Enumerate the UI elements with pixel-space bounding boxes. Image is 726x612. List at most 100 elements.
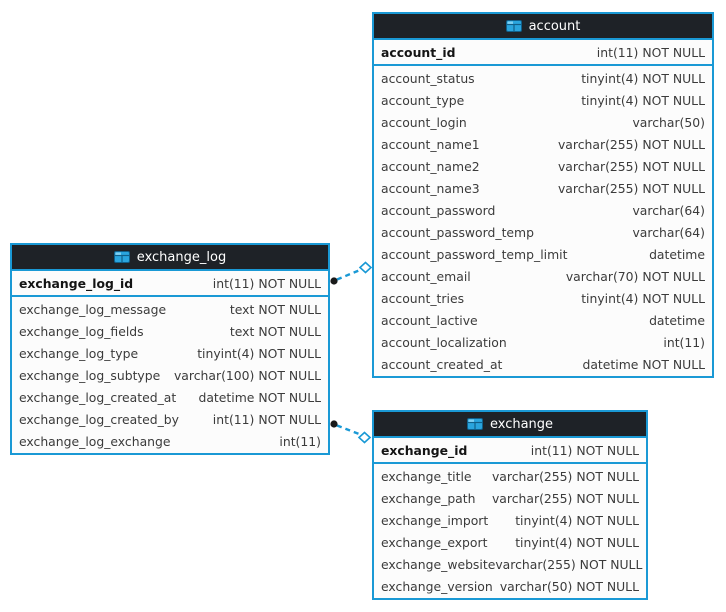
column-row[interactable]: exchange_log_fields text NOT NULL (12, 320, 328, 342)
primary-key-row[interactable]: exchange_log_id int(11) NOT NULL (12, 271, 328, 297)
table-title: exchange (489, 416, 554, 432)
column-name: exchange_import (381, 512, 489, 528)
column-type: datetime (649, 312, 705, 328)
column-row[interactable]: account_email varchar(70) NOT NULL (374, 265, 712, 287)
table-exchange-log[interactable]: exchange_log exchange_log_id int(11) NOT… (10, 243, 330, 455)
column-type: varchar(64) (632, 224, 705, 240)
column-row[interactable]: exchange_log_subtype varchar(100) NOT NU… (12, 364, 328, 386)
column-type: tinyint(4) NOT NULL (581, 70, 705, 86)
column-type: tinyint(4) NOT NULL (515, 512, 639, 528)
table-header-account[interactable]: account (374, 14, 712, 40)
column-row[interactable]: account_localization int(11) (374, 331, 712, 353)
column-type: varchar(64) (632, 202, 705, 218)
column-name: exchange_log_message (19, 301, 167, 317)
column-row[interactable]: exchange_version varchar(50) NOT NULL (374, 575, 646, 597)
column-type: varchar(255) NOT NULL (491, 490, 639, 506)
column-type: varchar(255) NOT NULL (557, 180, 705, 196)
primary-key-row[interactable]: account_id int(11) NOT NULL (374, 40, 712, 66)
column-type: int(11) NOT NULL (212, 411, 321, 427)
column-type: varchar(255) NOT NULL (491, 468, 639, 484)
column-type: varchar(50) (632, 114, 705, 130)
column-type: int(11) (279, 433, 321, 449)
column-row[interactable]: exchange_title varchar(255) NOT NULL (374, 465, 646, 487)
column-name: account_status (381, 70, 475, 86)
column-type: varchar(255) NOT NULL (495, 556, 643, 572)
column-name: account_tries (381, 290, 465, 306)
column-row[interactable]: exchange_log_type tinyint(4) NOT NULL (12, 342, 328, 364)
column-name: exchange_log_fields (19, 323, 144, 339)
column-name: exchange_log_id (19, 275, 134, 291)
column-row[interactable]: exchange_path varchar(255) NOT NULL (374, 487, 646, 509)
column-row[interactable]: exchange_website varchar(255) NOT NULL (374, 553, 646, 575)
relationship-diamond (358, 261, 373, 274)
column-row[interactable]: exchange_import tinyint(4) NOT NULL (374, 509, 646, 531)
column-list: account_status tinyint(4) NOT NULL accou… (374, 66, 712, 376)
column-type: tinyint(4) NOT NULL (197, 345, 321, 361)
column-row[interactable]: account_name1 varchar(255) NOT NULL (374, 133, 712, 155)
column-type: int(11) NOT NULL (530, 442, 639, 458)
column-row[interactable]: exchange_log_created_at datetime NOT NUL… (12, 386, 328, 408)
column-type: tinyint(4) NOT NULL (581, 92, 705, 108)
column-row[interactable]: account_password_temp varchar(64) (374, 221, 712, 243)
column-row[interactable]: account_password varchar(64) (374, 199, 712, 221)
relationship-line[interactable] (336, 268, 361, 281)
column-name: exchange_log_type (19, 345, 139, 361)
column-name: account_login (381, 114, 467, 130)
column-list: exchange_title varchar(255) NOT NULL exc… (374, 464, 646, 598)
column-type: int(11) NOT NULL (596, 44, 705, 60)
table-exchange[interactable]: exchange exchange_id int(11) NOT NULL ex… (372, 410, 648, 600)
column-type: varchar(255) NOT NULL (557, 136, 705, 152)
relationship-exchange_log-exchange[interactable] (330, 420, 372, 444)
table-header-exchange[interactable]: exchange (374, 412, 646, 438)
column-row[interactable]: exchange_log_message text NOT NULL (12, 298, 328, 320)
column-name: account_password (381, 202, 496, 218)
column-type: datetime NOT NULL (582, 356, 705, 372)
column-row[interactable]: account_created_at datetime NOT NULL (374, 353, 712, 375)
column-type: int(11) (663, 334, 705, 350)
table-title: exchange_log (136, 249, 227, 265)
column-name: exchange_website (381, 556, 496, 572)
relationship-diamond (357, 431, 372, 444)
column-name: account_localization (381, 334, 507, 350)
column-name: exchange_export (381, 534, 488, 550)
column-name: exchange_title (381, 468, 472, 484)
column-type: datetime NOT NULL (198, 389, 321, 405)
column-name: exchange_log_subtype (19, 367, 161, 383)
relationship-exchange_log-account[interactable] (330, 261, 373, 285)
column-row[interactable]: account_tries tinyint(4) NOT NULL (374, 287, 712, 309)
column-type: text NOT NULL (229, 323, 321, 339)
column-row[interactable]: account_type tinyint(4) NOT NULL (374, 89, 712, 111)
table-account[interactable]: account account_id int(11) NOT NULL acco… (372, 12, 714, 378)
table-header-exchange-log[interactable]: exchange_log (12, 245, 328, 271)
column-type: tinyint(4) NOT NULL (581, 290, 705, 306)
column-row[interactable]: account_name2 varchar(255) NOT NULL (374, 155, 712, 177)
column-name: account_type (381, 92, 465, 108)
relationship-line[interactable] (336, 424, 360, 436)
column-row[interactable]: exchange_export tinyint(4) NOT NULL (374, 531, 646, 553)
column-type: varchar(100) NOT NULL (173, 367, 321, 383)
column-row[interactable]: account_lactive datetime (374, 309, 712, 331)
column-name: account_lactive (381, 312, 478, 328)
column-row[interactable]: account_name3 varchar(255) NOT NULL (374, 177, 712, 199)
column-name: exchange_version (381, 578, 493, 594)
column-row[interactable]: account_password_temp_limit datetime (374, 243, 712, 265)
column-type: text NOT NULL (229, 301, 321, 317)
column-name: account_created_at (381, 356, 503, 372)
column-type: tinyint(4) NOT NULL (515, 534, 639, 550)
column-name: account_password_temp (381, 224, 534, 240)
column-name: account_name1 (381, 136, 480, 152)
primary-key-row[interactable]: exchange_id int(11) NOT NULL (374, 438, 646, 464)
column-name: exchange_log_created_by (19, 411, 179, 427)
column-type: varchar(70) NOT NULL (565, 268, 705, 284)
column-row[interactable]: account_status tinyint(4) NOT NULL (374, 67, 712, 89)
column-list: exchange_log_message text NOT NULL excha… (12, 297, 328, 453)
table-icon (505, 20, 522, 32)
column-row[interactable]: account_login varchar(50) (374, 111, 712, 133)
column-row[interactable]: exchange_log_created_by int(11) NOT NULL (12, 408, 328, 430)
column-row[interactable]: exchange_log_exchange int(11) (12, 430, 328, 452)
column-name: exchange_log_exchange (19, 433, 171, 449)
column-name: account_id (381, 44, 456, 60)
column-name: account_name3 (381, 180, 480, 196)
